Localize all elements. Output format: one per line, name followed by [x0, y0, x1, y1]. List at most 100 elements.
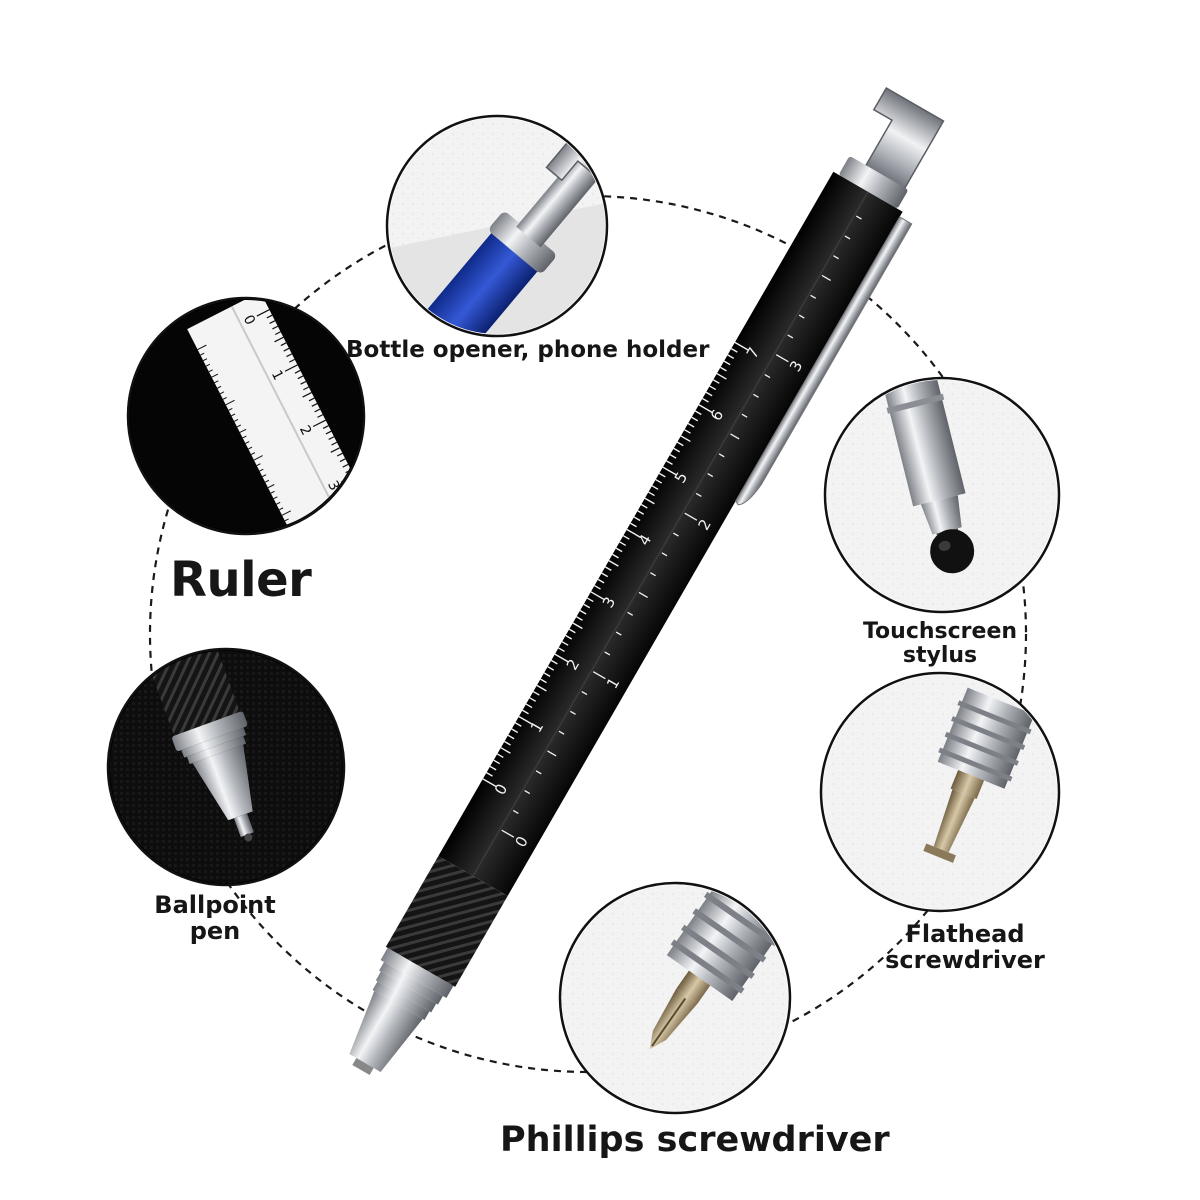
inset-ruler-tick: [274, 331, 281, 336]
inset-ruler-tick: [225, 399, 235, 406]
pen-cm-tick: [522, 709, 529, 715]
inset-ruler-tick: [311, 403, 318, 407]
inset-ruler-tick: [283, 347, 290, 352]
inset-ruler-tick: [279, 507, 284, 511]
pen-inch-tick: [615, 631, 622, 636]
inset-ruler-tick: [242, 435, 247, 439]
pen-cm-tick: [604, 566, 612, 571]
pen-cm-tick: [504, 740, 511, 746]
pen-cm-tick: [662, 466, 678, 476]
inset-ruler-tick: [267, 484, 275, 489]
pen-inch-tick: [730, 433, 740, 440]
pen-cm-tick: [496, 753, 504, 759]
pen-cm-tick: [500, 747, 511, 754]
pen-cm-tick: [507, 734, 515, 740]
pen-cm-tick: [640, 503, 648, 509]
inset-ruler-tick: [336, 452, 343, 457]
pen-cm-tick: [676, 441, 684, 447]
pen-inch-tick: [741, 413, 748, 418]
pen-cm-tick: [651, 485, 659, 490]
inset-ruler-tick: [286, 353, 293, 358]
pen-inch-tick: [821, 274, 831, 282]
pen-cm-tick: [514, 722, 522, 727]
inset-ruler-tick: [273, 496, 278, 500]
pen-cm-tick: [608, 560, 619, 567]
inset-ballpoint-pen: [106, 647, 346, 887]
pen-cm-tick: [673, 447, 681, 453]
inset-ruler-tick: [272, 325, 279, 330]
inset-ruler-tick: [266, 314, 273, 319]
inset-ruler-tick: [314, 408, 321, 413]
pen-cm-tick: [558, 647, 565, 653]
inset-ruler-tick: [289, 358, 295, 363]
label-ballpoint-line-2: pen: [189, 916, 241, 945]
pen-cm-tick: [615, 547, 623, 553]
pen-cm-tick: [705, 391, 713, 397]
inset-ruler-tick: [299, 547, 303, 549]
pen-cm-tick: [716, 372, 727, 380]
pen-inch-tick: [627, 611, 634, 616]
pen-cm-tick: [633, 516, 641, 522]
label-touchscreen-stylus: Touchscreen stylus: [855, 620, 1025, 668]
inset-touchscreen-stylus: [823, 376, 1061, 614]
pen-inch-tick: [535, 770, 542, 775]
inset-phillips-screwdriver: [558, 881, 792, 1115]
pen-inch-tick: [764, 373, 771, 379]
inset-ruler-tick: [284, 518, 289, 522]
inset-ruler-tick: [197, 344, 207, 351]
pen-grip: [385, 855, 508, 987]
label-bottle-opener: Bottle opener, phone holder: [346, 337, 710, 363]
inset-ruler-tick: [359, 496, 362, 501]
pen-inch-tick: [718, 453, 725, 458]
pen-cm-tick: [612, 553, 619, 559]
pen-cm-tick: [482, 778, 498, 788]
pen-cm-tick: [734, 341, 750, 352]
pen-cm-tick: [536, 684, 547, 692]
inset-ruler-tick: [300, 380, 307, 385]
inset-ruler-tick: [331, 441, 338, 446]
pen-inch-tick: [558, 730, 565, 735]
pen-inch-tick: [661, 552, 668, 557]
pen-cm-tick: [518, 715, 534, 726]
inset-ruler-tick: [302, 392, 312, 398]
inset-ruler-tick: [365, 509, 370, 512]
label-stylus-line-2: stylus: [902, 642, 978, 668]
pen-cm-tick: [540, 678, 547, 684]
pen-cm-tick: [648, 491, 655, 497]
inset-flathead-screwdriver: [819, 671, 1061, 913]
pen-inch-tick: [855, 215, 862, 220]
inset-ruler-tick: [208, 369, 213, 373]
label-ruler: Ruler: [170, 552, 312, 608]
pen-cm-tick: [723, 360, 731, 366]
inset-ruler-tick: [236, 424, 241, 428]
pen-inch-tick: [581, 690, 588, 696]
inset-ruler-tick: [211, 373, 219, 378]
pen-cm-tick: [489, 765, 497, 771]
pen-inch-tick: [707, 473, 714, 478]
pen-cm-tick: [720, 366, 727, 372]
pen-cm-tick: [669, 454, 677, 459]
pen-cm-tick: [590, 591, 606, 601]
pen-cm-tick: [698, 404, 714, 414]
pen-inch-tick: [833, 255, 839, 260]
pen-cm-tick: [597, 578, 605, 584]
pen-cm-tick: [568, 628, 576, 634]
inset-ruler-tick: [294, 369, 301, 374]
inset-ruler-tick: [205, 363, 211, 367]
pen-cm-tick: [601, 572, 609, 578]
inset-ruler-tick: [203, 358, 208, 362]
pen-cm-tick: [687, 422, 695, 428]
pen-cm-tick: [583, 603, 591, 609]
pen-inch-tick: [672, 532, 679, 537]
inset-ruler-tick: [312, 419, 326, 428]
inset-ruler-tick: [322, 425, 329, 429]
pen-cm-tick: [655, 478, 663, 484]
pen-cm-tick: [550, 659, 558, 665]
pen-cm-tick: [486, 772, 493, 777]
pen-inch-tick: [810, 294, 817, 299]
pen-cm-tick: [712, 379, 720, 384]
inset-ruler-tick: [325, 430, 332, 435]
inset-ruler-tick: [245, 441, 250, 444]
